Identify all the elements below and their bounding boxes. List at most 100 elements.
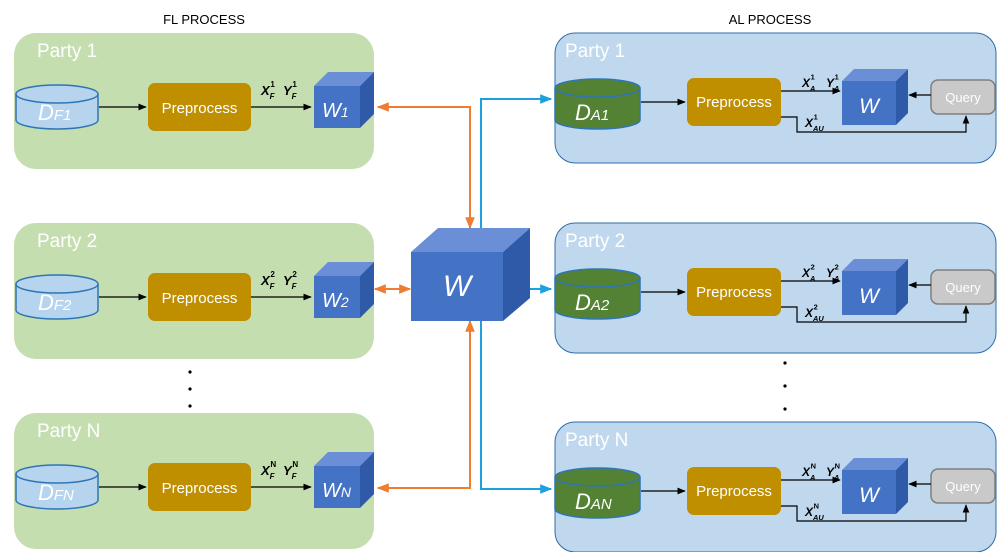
- cube-side: [896, 458, 908, 514]
- fl-preprocess-label: Preprocess: [162, 480, 238, 497]
- model-subscript: 1: [341, 104, 349, 120]
- fl-database-icon: [15, 84, 99, 130]
- fl-preprocess-box: [148, 83, 251, 131]
- al-preprocess-label: Preprocess: [696, 483, 772, 500]
- symbol-base: Y: [283, 273, 293, 288]
- global-model-label: W: [443, 270, 474, 303]
- fl-local-model-cube: [314, 452, 374, 508]
- query-label: Query: [945, 280, 981, 295]
- db-main: D: [38, 100, 54, 125]
- cube-front: [842, 271, 896, 315]
- cube-front: [314, 276, 360, 318]
- cylinder-body: [15, 284, 99, 320]
- symbol-base: X: [804, 306, 814, 320]
- fl-continuation-dots: [188, 370, 192, 408]
- al-model-label: W: [859, 285, 881, 308]
- cube-side: [360, 452, 374, 508]
- al-model-cube: [842, 259, 908, 315]
- symbol-base: X: [260, 83, 271, 98]
- cube-front: [314, 466, 360, 508]
- symbol-label: YF: [283, 83, 298, 101]
- al-model-label: W: [859, 95, 881, 118]
- symbol-superscript: N: [270, 460, 276, 469]
- symbol-subscript: AU: [812, 314, 824, 323]
- symbol-subscript: AU: [812, 513, 824, 522]
- db-main: D: [575, 489, 591, 514]
- cube-top: [314, 72, 374, 86]
- cube-side: [360, 72, 374, 128]
- symbol-superscript: 2: [292, 270, 297, 279]
- symbol-base: Y: [283, 463, 293, 478]
- cube-top: [842, 259, 908, 271]
- model-subscript: 2: [340, 294, 349, 310]
- symbol-base: X: [260, 273, 271, 288]
- symbol-label: YA: [826, 76, 839, 93]
- symbol-label: XA: [801, 465, 815, 482]
- query-button[interactable]: [930, 468, 996, 504]
- symbol-subscript: F: [292, 282, 298, 291]
- model-main: W: [322, 480, 343, 502]
- al-preprocess-label: Preprocess: [696, 284, 772, 301]
- symbol-superscript: N: [814, 502, 819, 511]
- al-database-label: DAN: [575, 489, 612, 514]
- symbol-base: Y: [826, 465, 835, 479]
- cylinder-top: [554, 78, 641, 98]
- cylinder-top: [554, 467, 641, 487]
- symbol-label: YA: [826, 266, 839, 283]
- symbol-subscript: A: [833, 473, 839, 482]
- fl-party-title: Party N: [37, 421, 100, 442]
- symbol-superscript: 1: [814, 113, 818, 122]
- db-subscript: F2: [54, 297, 72, 314]
- fl-database-icon: [15, 464, 99, 510]
- symbol-base: X: [801, 465, 811, 479]
- al-database-label: DA2: [575, 290, 610, 315]
- global-model-cube: W: [411, 228, 530, 321]
- db-main: D: [575, 290, 591, 315]
- fl-preprocess-box: [148, 273, 251, 321]
- symbol-superscript: 2: [270, 270, 275, 279]
- model-main: W: [322, 100, 343, 122]
- cube-front: [842, 81, 896, 125]
- symbol-subscript: A: [809, 473, 815, 482]
- al-model-cube: [842, 458, 908, 514]
- al-preprocess-box: [687, 467, 781, 515]
- cube-top: [314, 262, 374, 276]
- fl-aggregation-arrows: [373, 102, 475, 493]
- cylinder-body: [554, 477, 641, 519]
- symbol-label: XF: [260, 83, 276, 101]
- symbol-base: Y: [826, 76, 835, 90]
- db-subscript: FN: [54, 487, 74, 504]
- query-button[interactable]: [930, 269, 996, 305]
- symbol-base: Y: [826, 266, 835, 280]
- symbol-base: X: [801, 76, 811, 90]
- symbol-base: X: [804, 505, 814, 519]
- query-button[interactable]: [930, 79, 996, 115]
- cube-side: [896, 259, 908, 315]
- db-subscript: AN: [590, 496, 612, 513]
- db-subscript: A1: [590, 107, 609, 124]
- fl-local-model-cube: [314, 72, 374, 128]
- cube-front: [842, 470, 896, 514]
- model-subscript: N: [341, 484, 352, 500]
- query-label: Query: [945, 479, 981, 494]
- al-preprocess-label: Preprocess: [696, 94, 772, 111]
- cube-front: [314, 86, 360, 128]
- al-database-icon: [554, 268, 641, 320]
- fl-process-header: FL PROCESS: [163, 12, 245, 27]
- db-main: D: [575, 100, 591, 125]
- fl-preprocess-label: Preprocess: [162, 100, 238, 117]
- symbol-subscript: A: [833, 84, 839, 93]
- cylinder-top: [15, 84, 99, 104]
- fl-local-model-cube: [314, 262, 374, 318]
- fl-preprocess-label: Preprocess: [162, 290, 238, 307]
- model-main: W: [322, 290, 343, 312]
- fl-database-label: DF2: [38, 290, 72, 315]
- al-database-label: DA1: [575, 100, 609, 125]
- al-party-title: Party 1: [565, 41, 625, 62]
- cube-top: [842, 458, 908, 470]
- symbol-superscript: 2: [835, 263, 839, 272]
- cylinder-body: [554, 88, 641, 130]
- cylinder-body: [15, 94, 99, 130]
- cube-top: [842, 69, 908, 81]
